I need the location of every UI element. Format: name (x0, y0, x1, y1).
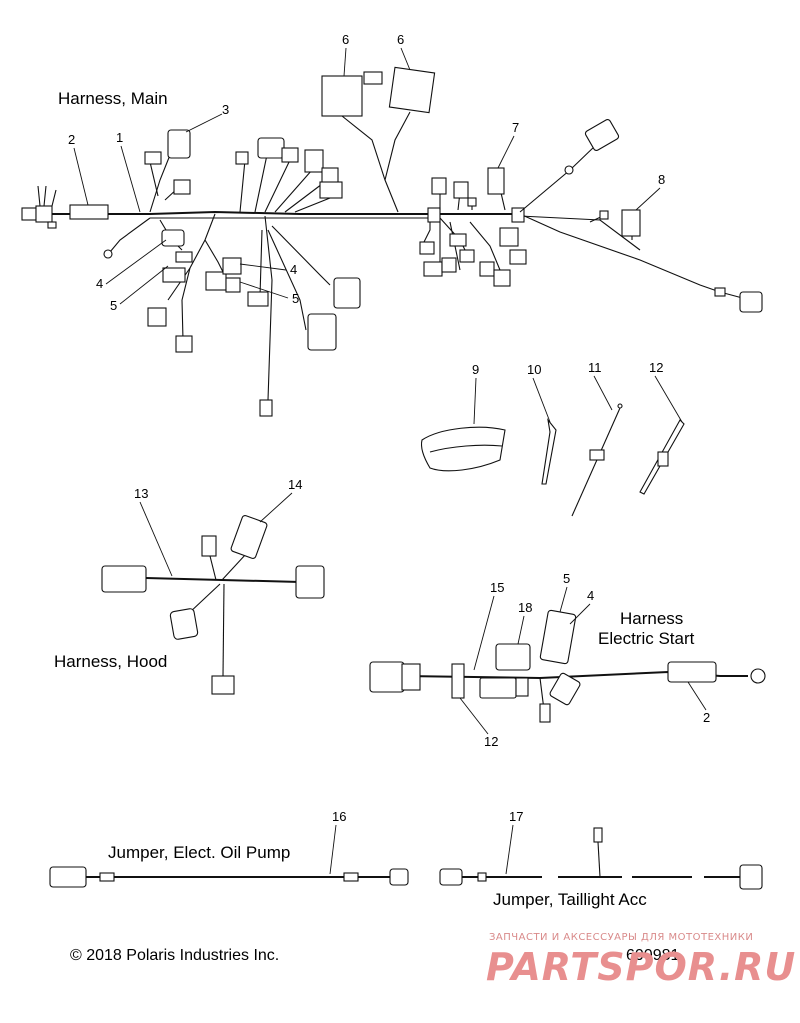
taillight-left-connector (439, 868, 463, 886)
hood-left-connector (101, 565, 147, 593)
callout-9: 9 (472, 362, 479, 377)
callout-13: 13 (134, 486, 148, 501)
hood-trunk-wire (145, 577, 301, 583)
jumpers-group: 16 Jumper, Elect. Oil Pump 17 Jumper, Ta… (49, 809, 763, 909)
copyright-text: © 2018 Polaris Industries Inc. (70, 947, 279, 964)
main-harness-group: Harness, Main (21, 32, 763, 417)
callout-11: 11 (588, 360, 602, 375)
module-callout-6b (388, 66, 436, 114)
title-harness-main: Harness, Main (58, 89, 168, 108)
title-jumper-taillight: Jumper, Taillight Acc (493, 890, 647, 909)
es-connector-callout-2 (667, 661, 717, 683)
es-left-connector (369, 661, 405, 693)
left-end-connector (21, 207, 37, 221)
tie-strap-callout-10 (541, 418, 557, 485)
callout-7: 7 (512, 120, 519, 135)
bottom-connector (175, 335, 193, 353)
title-harness-hood: Harness, Hood (54, 652, 167, 671)
tie-callout-11 (571, 407, 621, 517)
callout-2: 2 (68, 132, 75, 147)
ring-terminal (750, 668, 766, 684)
callout-8: 8 (658, 172, 665, 187)
callout-14: 14 (288, 477, 302, 492)
connector-callout-3 (167, 129, 191, 159)
center-bottom-connector (259, 399, 273, 417)
callout-12b: 12 (484, 734, 498, 749)
connector-callout-8 (621, 209, 641, 237)
title-harness-electric-start-2: Electric Start (598, 629, 695, 648)
es-part-callout-18 (495, 643, 531, 671)
callout-1: 1 (116, 130, 123, 145)
callout-18: 18 (518, 600, 532, 615)
title-harness-electric-start-1: Harness (620, 609, 683, 628)
callout-17: 17 (509, 809, 523, 824)
hood-right-connector (295, 565, 325, 599)
diagram-number: 600981 (626, 947, 679, 964)
callout-12: 12 (649, 360, 663, 375)
watermark-tagline: ЗАПЧАСТИ И АКСЕССУАРЫ ДЛЯ МОТОТЕХНИКИ (489, 932, 753, 943)
oil-pump-left-connector (49, 866, 87, 888)
oil-pump-right-connector (389, 868, 409, 886)
grommet-callout-9 (420, 426, 506, 472)
callout-3: 3 (222, 102, 229, 117)
callout-6b: 6 (397, 32, 404, 47)
hood-harness-group: 13 14 Harness, Hood (54, 477, 325, 695)
electric-start-harness-group: 15 18 5 4 2 12 Harness Electric Start (369, 571, 766, 749)
callout-4c: 4 (587, 588, 594, 603)
callout-6a: 6 (342, 32, 349, 47)
callout-4a: 4 (96, 276, 103, 291)
callout-5b: 5 (292, 291, 299, 306)
connector-callout-2 (69, 204, 109, 220)
es-connector-callout-4 (539, 609, 577, 665)
title-jumper-oil-pump: Jumper, Elect. Oil Pump (108, 843, 290, 862)
callout-5c: 5 (563, 571, 570, 586)
hood-connector-callout-14 (230, 514, 268, 560)
connector-callout-7 (487, 167, 505, 195)
callout-16: 16 (332, 809, 346, 824)
callout-5a: 5 (110, 298, 117, 313)
watermark-logo: PARTSPOR.RU (486, 945, 796, 989)
callout-2b: 2 (703, 710, 710, 725)
callout-4b: 4 (290, 262, 297, 277)
module-callout-6a (321, 75, 363, 117)
loose-parts-group: 9 10 11 12 (420, 360, 685, 517)
callout-10: 10 (527, 362, 541, 377)
callout-15: 15 (490, 580, 504, 595)
taillight-right-connector (739, 864, 763, 890)
